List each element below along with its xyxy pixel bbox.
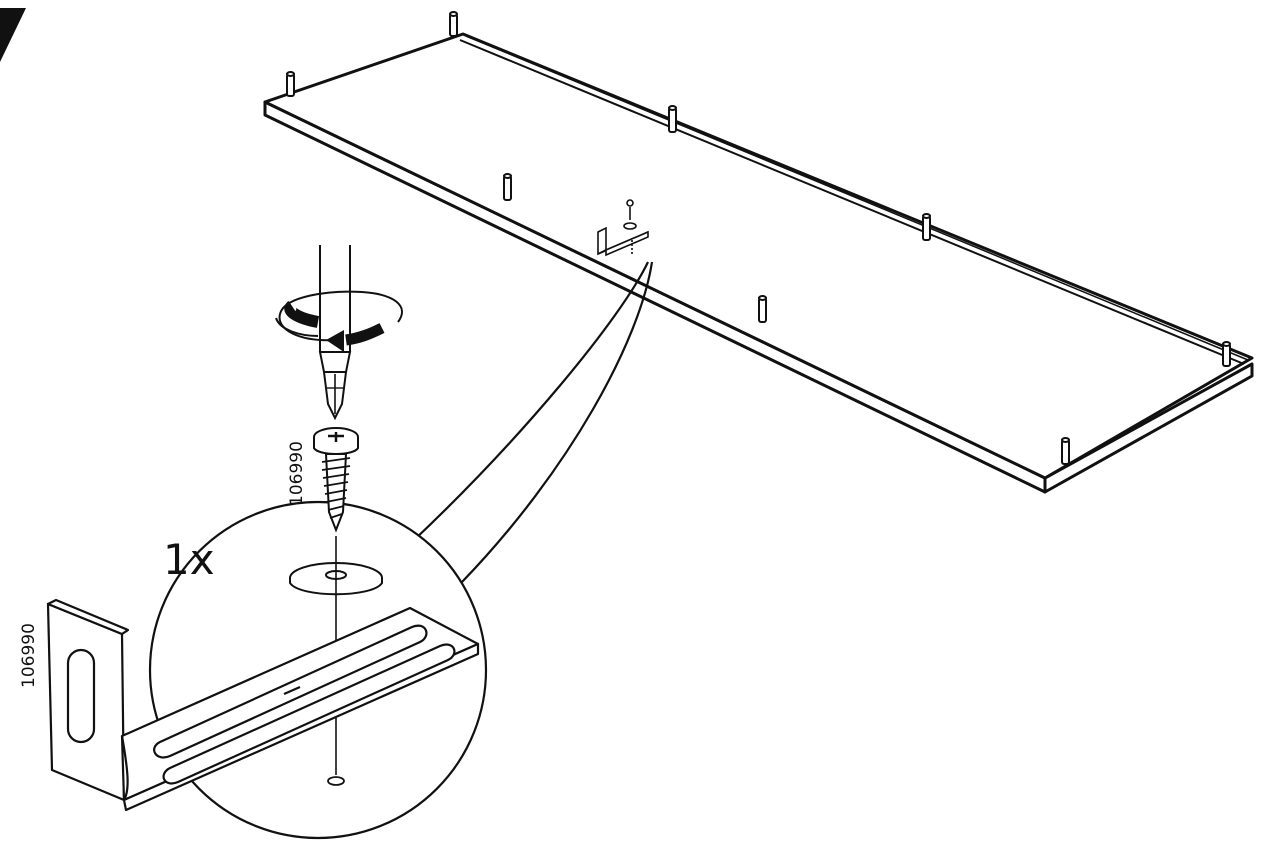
screw-part-number: 106990 [287,441,307,506]
panel-dowels [286,11,1231,465]
bracket-part-number: 106990 [19,623,39,688]
panel-board [263,32,1254,494]
dowel [1222,341,1231,367]
mounting-hole [327,776,345,786]
dowel [286,71,295,97]
screw [313,427,359,533]
dowel [668,105,677,133]
small-bracket-on-panel [597,199,649,257]
dowel [1061,437,1070,465]
dowel [758,295,767,323]
step-corner-triangle-icon [0,8,26,62]
clockwise-rotation-arrow-icon [275,290,403,352]
phillips-screwdriver-icon [318,245,352,421]
quantity-label: 1x [163,535,215,584]
callout-lines [411,261,654,583]
angle-bracket [46,598,480,812]
dowel [922,213,931,241]
dowel [503,173,512,201]
dowel [449,11,458,37]
